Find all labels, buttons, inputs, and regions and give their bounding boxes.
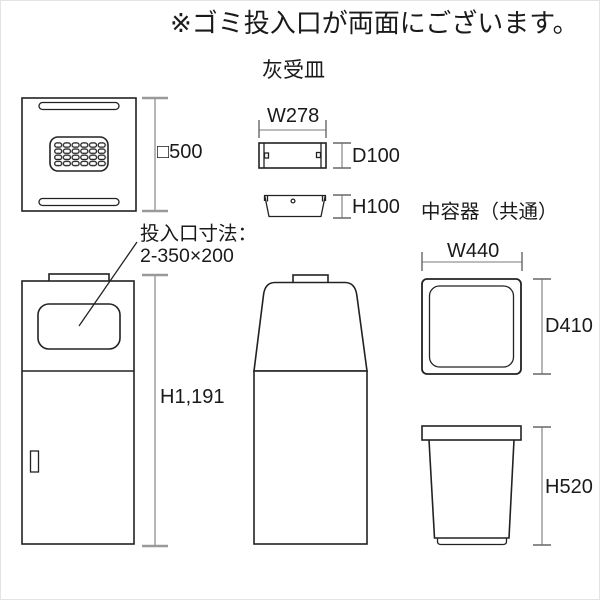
dimension-w440	[421, 252, 523, 271]
ashtray-height-label: H100	[352, 196, 400, 218]
inlet-note-line1: 投入口寸法：	[140, 223, 258, 245]
bin-shoulder	[253, 281, 368, 372]
door-handle	[29, 450, 40, 473]
inlet-slot-bottom	[38, 197, 120, 207]
ashtray-grille-holes	[54, 142, 107, 167]
bin-height-label: H1,191	[160, 386, 225, 408]
bin-side-view-drawing	[253, 274, 368, 545]
dimension-h100	[333, 194, 351, 219]
bin-top-size-label: □500	[157, 141, 203, 163]
ashtray-depth-label: D100	[352, 145, 400, 167]
dimension-500	[142, 96, 168, 213]
container-rim	[421, 425, 522, 441]
ashtray-grille-outline	[49, 136, 109, 172]
dimension-h1191	[142, 273, 168, 548]
container-side-view-drawing	[421, 425, 522, 546]
inlet-dimension-note: 投入口寸法： 2-350×200	[140, 223, 258, 267]
ashtray-section-title: 灰受皿	[262, 59, 325, 82]
inlet-slot-top	[38, 101, 120, 111]
ashtray-side-view-drawing	[263, 194, 327, 218]
ashtray-clip-right	[315, 151, 322, 159]
container-top-view-drawing	[421, 278, 522, 375]
ashtray-hole	[290, 198, 296, 204]
ashtray-width-label: W278	[267, 105, 320, 127]
both-sides-note: ※ゴミ投入口が両面にございます。	[170, 8, 579, 38]
inlet-note-line2: 2-350×200	[140, 244, 234, 267]
dimension-d100	[333, 142, 351, 169]
container-foot	[436, 538, 508, 546]
dimension-d410	[533, 278, 551, 375]
ashtray-clip-left	[263, 152, 270, 159]
bin-front-view-drawing	[21, 273, 135, 545]
dimension-h520	[533, 426, 551, 546]
inner-container-section-title: 中容器（共通）	[421, 201, 558, 223]
container-height-label: H520	[545, 476, 593, 498]
container-depth-label: D410	[545, 315, 593, 337]
bin-top-view-drawing	[21, 97, 137, 212]
dimension-w278	[258, 120, 327, 138]
ashtray-top-view-drawing	[258, 142, 327, 169]
inlet-leader-line	[78, 241, 138, 327]
container-width-label: W440	[447, 240, 500, 262]
inlet-opening	[37, 303, 121, 350]
